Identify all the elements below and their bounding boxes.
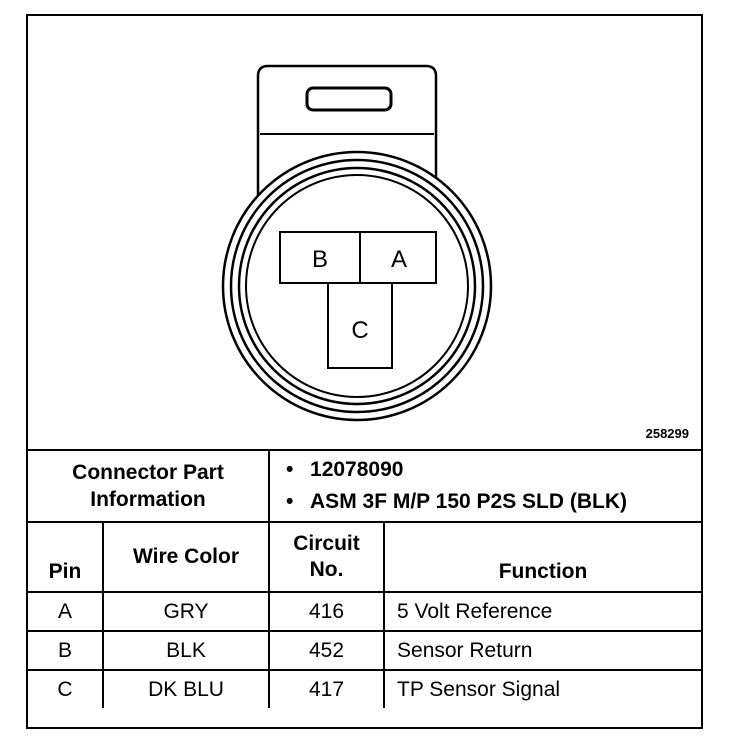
function-cell: 5 Volt Reference: [383, 591, 702, 632]
part-number-item: •12078090: [286, 458, 404, 481]
connector-info-row: Connector Part Information •12078090 •AS…: [28, 449, 702, 523]
connector-pin-table: Connector Part Information •12078090 •AS…: [28, 449, 702, 708]
circuit-cell: 417: [268, 669, 386, 708]
pin-cell: A: [28, 591, 104, 632]
connector-diagram-frame: B A C 258299 Connector Part Information …: [26, 14, 703, 729]
cavity-a: [359, 231, 437, 284]
table-row: C DK BLU 417 TP Sensor Signal: [28, 669, 702, 708]
table-row: B BLK 452 Sensor Return: [28, 630, 702, 671]
pin-cell: C: [28, 669, 104, 708]
table-header-row: Pin Wire Color Circuit No. Function: [28, 521, 702, 593]
function-cell: TP Sensor Signal: [383, 669, 702, 708]
connector-part-numbers: •12078090 •ASM 3F M/P 150 P2S SLD (BLK): [268, 449, 702, 523]
wire-color-cell: BLK: [101, 630, 271, 671]
function-cell: Sensor Return: [383, 630, 702, 671]
connector-face-svg: B A C: [221, 64, 493, 422]
part-number-item: •ASM 3F M/P 150 P2S SLD (BLK): [286, 490, 628, 513]
header-pin: Pin: [28, 521, 104, 593]
connector-illustration: B A C 258299: [28, 16, 701, 449]
cavity-c: [327, 282, 393, 369]
locking-tab-slot: [305, 86, 393, 112]
cavity-label-a: A: [391, 246, 407, 273]
header-wire-color: Wire Color: [101, 521, 271, 593]
table-row: A GRY 416 5 Volt Reference: [28, 591, 702, 632]
circuit-cell: 416: [268, 591, 386, 632]
header-circuit-no: Circuit No.: [268, 521, 386, 593]
circuit-cell: 452: [268, 630, 386, 671]
cavity-label-b: B: [312, 246, 328, 273]
pin-cell: B: [28, 630, 104, 671]
header-function: Function: [383, 521, 702, 593]
connector-part-info-label: Connector Part Information: [28, 449, 271, 523]
wire-color-cell: DK BLU: [101, 669, 271, 708]
wire-color-cell: GRY: [101, 591, 271, 632]
cavity-b: [279, 231, 361, 284]
figure-number: 258299: [645, 426, 689, 441]
cavity-label-c: C: [351, 317, 368, 344]
